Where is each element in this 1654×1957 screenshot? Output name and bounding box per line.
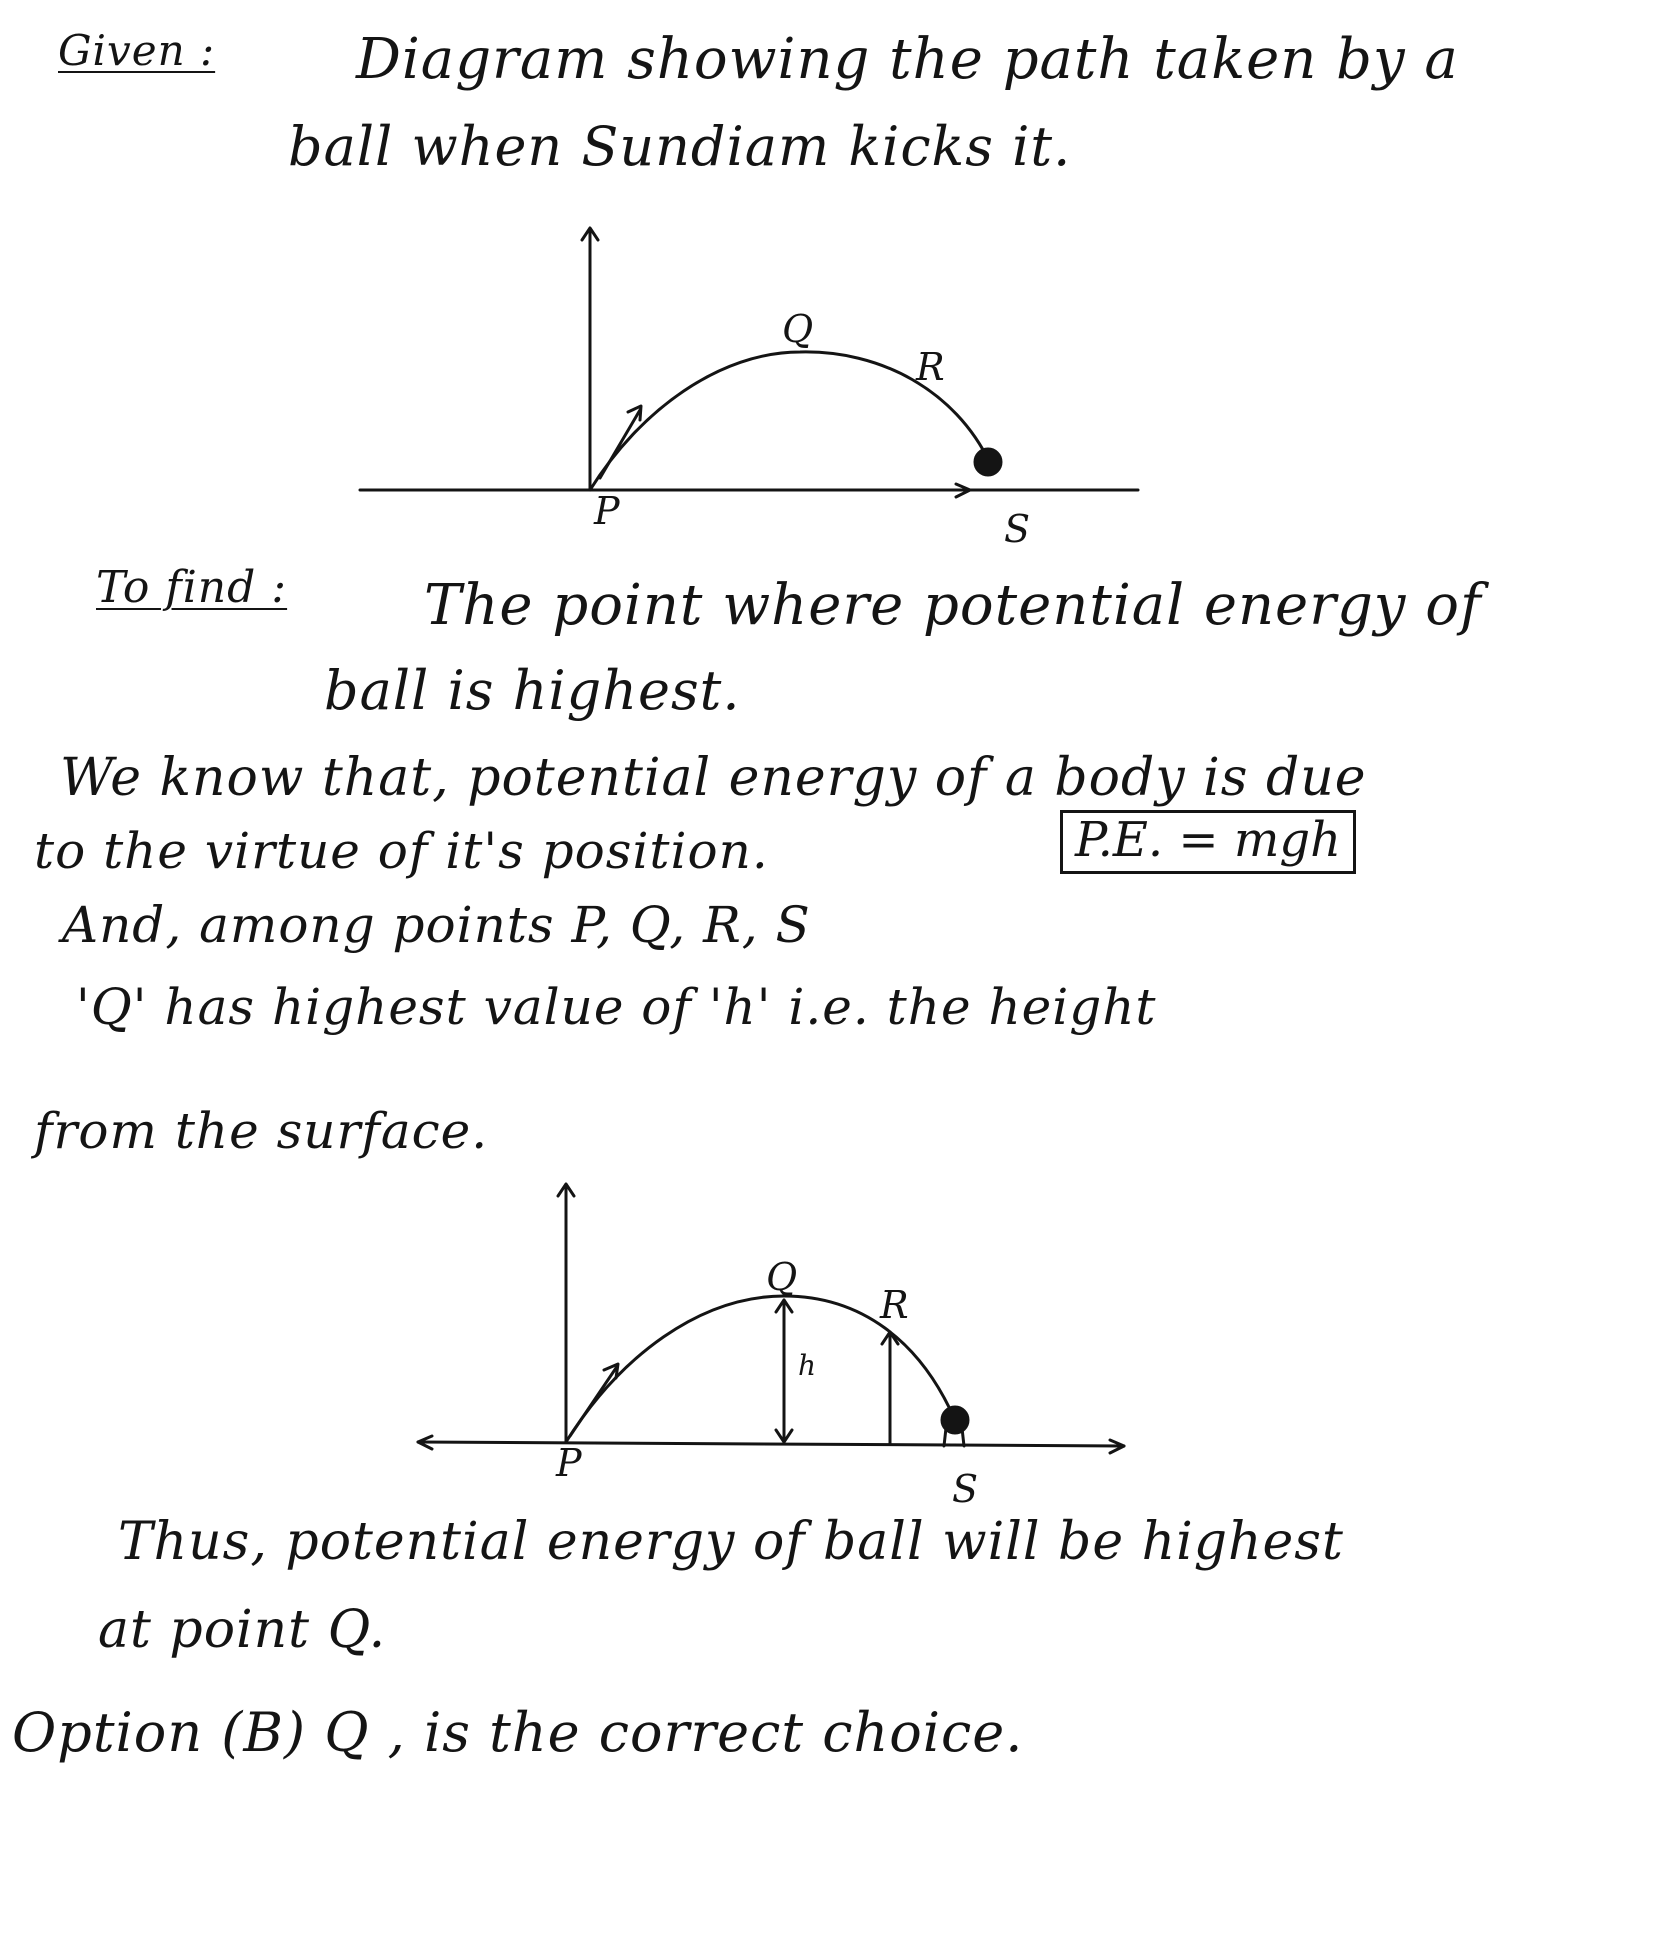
diagram1-point-p: P xyxy=(594,489,620,533)
ball-1 xyxy=(973,447,1003,477)
launch-arrowhead-1 xyxy=(626,404,643,422)
to-find-label: To find : xyxy=(96,562,288,613)
trajectory-1 xyxy=(588,350,992,492)
diagram2-height-label: h xyxy=(798,1349,817,1382)
body-line-1: We know that, potential energy of a body… xyxy=(60,748,1367,808)
launch-arrow-1 xyxy=(598,408,642,480)
launch-arrow-2 xyxy=(568,1366,618,1438)
formula-box: P.E. = mgh xyxy=(1060,810,1357,875)
given-line-2: ball when Sundiam kicks it. xyxy=(288,115,1072,178)
ground-right-arrowhead-2 xyxy=(1108,1438,1126,1455)
to-find-line-1: The point where potential energy of xyxy=(424,573,1482,638)
ball-mark-2 xyxy=(942,1426,948,1448)
diagram2-point-q: Q xyxy=(766,1255,798,1299)
conclusion-line-3: Option (B) Q , is the correct choice. xyxy=(12,1701,1024,1764)
ground-line-2 xyxy=(416,1440,1126,1448)
diagram1-point-q: Q xyxy=(782,307,814,351)
given-label: Given : xyxy=(58,26,216,75)
body-line-2: to the virtue of it's position. xyxy=(34,822,769,880)
diagram1-point-s: S xyxy=(1004,507,1031,551)
diagram2-point-r: R xyxy=(880,1283,909,1327)
ball-mark-2b xyxy=(960,1426,966,1448)
y-axis-arrowhead-2 xyxy=(556,1182,576,1198)
given-line-1: Diagram showing the path taken by a xyxy=(356,27,1459,92)
body-line-5: from the surface. xyxy=(34,1102,489,1160)
height-r-top-arrowhead xyxy=(880,1330,900,1346)
height-q-top-arrowhead xyxy=(774,1298,794,1314)
height-q-bottom-arrowhead xyxy=(774,1428,794,1444)
y-axis-arrowhead-1 xyxy=(580,226,600,242)
to-find-line-2: ball is highest. xyxy=(324,659,741,722)
ground-left-arrowhead-2 xyxy=(416,1434,434,1451)
launch-arrowhead-2 xyxy=(602,1362,620,1380)
diagram2-point-s: S xyxy=(952,1467,979,1511)
diagram1-point-r: R xyxy=(916,345,945,389)
conclusion-line-2: at point Q. xyxy=(98,1600,387,1660)
body-line-4: 'Q' has highest value of 'h' i.e. the he… xyxy=(76,978,1157,1036)
conclusion-line-1: Thus, potential energy of ball will be h… xyxy=(118,1512,1344,1572)
body-line-3: And, among points P, Q, R, S xyxy=(62,896,811,954)
trajectory-2 xyxy=(564,1294,957,1444)
ground-arrowhead-1 xyxy=(954,482,972,499)
diagram2-point-p: P xyxy=(556,1441,582,1485)
